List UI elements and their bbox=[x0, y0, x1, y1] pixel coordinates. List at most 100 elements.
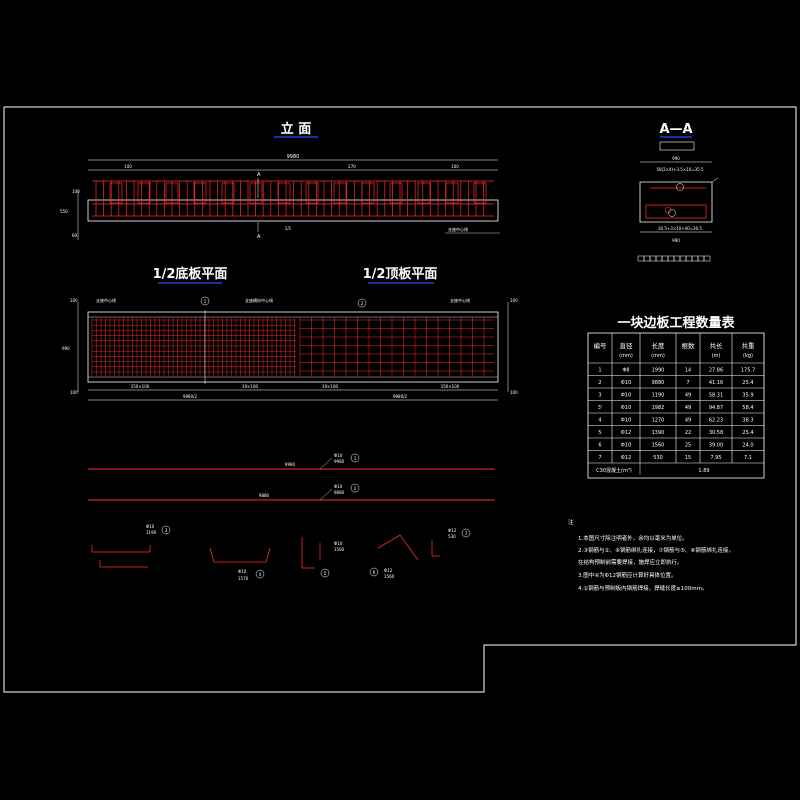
table-header-cell: 编号 bbox=[594, 341, 608, 350]
table-cell: 1190 bbox=[652, 393, 665, 399]
table-cell: 6 bbox=[598, 443, 601, 449]
table-cell: 24.0 bbox=[742, 443, 753, 449]
table-cell: Φ12 bbox=[621, 455, 631, 461]
drawing-frame bbox=[3, 106, 797, 693]
table-cell: 25 bbox=[685, 443, 691, 449]
table-cell: Φ10 bbox=[621, 418, 631, 424]
table-cell: 38.3 bbox=[742, 418, 753, 424]
long-bars: 9980 Φ10 9980 1 9880 Φ10 9880 2 bbox=[88, 453, 495, 501]
elevation-dim-right: 100 bbox=[451, 164, 459, 169]
table-header-cell: 共长 bbox=[710, 341, 724, 350]
note-line-5: 4.①钢筋与预制板内钢筋焊接，焊缝长度≥100mm。 bbox=[578, 584, 708, 592]
table-cell: 1270 bbox=[652, 418, 665, 424]
section-dim-bottom: 990 bbox=[672, 238, 680, 243]
note-line-1: 1.本图尺寸除注明者外，余均以毫米为单位。 bbox=[578, 534, 688, 542]
svg-text:1: 1 bbox=[204, 299, 207, 304]
table-cell: 15 bbox=[685, 455, 691, 461]
shape4-label: Φ10 bbox=[238, 569, 247, 574]
bar1-length: 9980 bbox=[285, 462, 296, 467]
bottom-plan-title: 1/2底板平面 bbox=[153, 266, 228, 282]
table-cell: Φ10 bbox=[621, 405, 631, 411]
section-view: A—A 990 50(2×4)+3.5×10=35.5 30.5+3×10+40… bbox=[637, 122, 719, 262]
table-cell: 25.4 bbox=[742, 380, 753, 386]
bar-shapes bbox=[91, 534, 440, 569]
svg-text:7: 7 bbox=[465, 531, 468, 536]
table-cell: 49 bbox=[685, 393, 691, 399]
elevation-dim-total: 9980 bbox=[287, 154, 300, 160]
table-cell: 175.7 bbox=[741, 368, 755, 374]
table-cell: 7.1 bbox=[744, 455, 752, 461]
plan-views: 1/2底板平面 1/2顶板平面 支座中心线 支座横向中心线 支座中心线 1 2 … bbox=[62, 266, 518, 401]
top-plan-dim-half: 9980/2 bbox=[393, 394, 408, 399]
table-cell: 1990 bbox=[652, 368, 665, 374]
table-header-unit: (mm) bbox=[619, 353, 633, 359]
table-cell: 39.00 bbox=[709, 443, 723, 449]
top-plan-dim-b: 150×100 bbox=[441, 384, 460, 389]
shape5-label: Φ10 bbox=[334, 541, 343, 546]
elevation-view: 立 面 9980 100 270 100 A A 100 550 60 1/1 … bbox=[60, 121, 500, 240]
table-cell: Φ10 bbox=[621, 380, 631, 386]
top-plan-dim-a: 19×100 bbox=[322, 384, 339, 389]
table-cell: 1560 bbox=[652, 443, 665, 449]
bar2-number: 2 bbox=[354, 486, 357, 491]
table-cell: 3 bbox=[598, 393, 601, 399]
table-cell: 94.87 bbox=[709, 405, 723, 411]
bar1-label: Φ10 bbox=[334, 453, 343, 458]
table-cell: 58.31 bbox=[709, 393, 723, 399]
table-footer-label: C30混凝土(m³) bbox=[596, 467, 632, 474]
table-cell: 14 bbox=[685, 368, 691, 374]
svg-text:60: 60 bbox=[72, 233, 78, 238]
table-cell: Φ10 bbox=[621, 443, 631, 449]
elevation-support-label: 支座中心线 bbox=[448, 226, 468, 232]
bar-shape-labels: Φ10 1190 3 Φ10 1570 4 Φ10 1560 5 Φ12 156… bbox=[146, 524, 471, 581]
top-plan-support-label: 支座中心线 bbox=[450, 297, 470, 303]
table-cell: Φ12 bbox=[621, 430, 631, 436]
table-cell: 30.58 bbox=[709, 430, 723, 436]
elevation-title: 立 面 bbox=[281, 121, 312, 137]
table-cell: 4 bbox=[598, 418, 601, 424]
bar1-number: 1 bbox=[354, 456, 357, 461]
table-header-unit: (kg) bbox=[743, 353, 753, 359]
table-cell: Φ8 bbox=[622, 368, 629, 374]
shape3-sub: 1190 bbox=[146, 530, 157, 535]
shape3-label: Φ10 bbox=[146, 524, 155, 529]
table-cell: 3' bbox=[598, 405, 603, 411]
section-dim-top: 990 bbox=[672, 156, 680, 161]
section-title: A—A bbox=[659, 122, 692, 137]
notes: 注 1.本图尺寸除注明者外，余均以毫米为单位。 2.③钢筋与②、⑥钢筋绑扎连接，… bbox=[568, 518, 734, 592]
table-cell: 27.86 bbox=[709, 368, 723, 374]
note-line-2: 2.③钢筋与②、⑥钢筋绑扎连接，⑦钢筋与⑤、⑥钢筋绑扎连接， bbox=[578, 546, 734, 554]
bottom-plan-dim-a: 150×100 bbox=[131, 384, 150, 389]
top-plan-title: 1/2顶板平面 bbox=[363, 266, 438, 282]
table-cell: 49 bbox=[685, 405, 691, 411]
bottom-plan-support-label: 支座中心线 bbox=[96, 297, 116, 303]
table-cell: 1390 bbox=[652, 430, 665, 436]
table-cell: 7 bbox=[686, 380, 689, 386]
section-mark-top: A bbox=[257, 172, 261, 178]
bottom-plan-dim-half: 9980/2 bbox=[183, 394, 198, 399]
table-header-cell: 直径 bbox=[620, 341, 634, 350]
note-line-3: 在结构预制前需要焊接，施焊应立即执行。 bbox=[578, 558, 683, 566]
table-cell: 9880 bbox=[652, 380, 665, 386]
table-cell: 25.4 bbox=[742, 430, 753, 436]
table-header-cell: 长度 bbox=[652, 341, 666, 350]
elevation-dim-bottom: 1/1 bbox=[285, 226, 292, 231]
shape7-label: Φ12 bbox=[448, 528, 457, 533]
table-cell: 22 bbox=[685, 430, 691, 436]
svg-text:100: 100 bbox=[510, 298, 518, 303]
shape6-label: Φ12 bbox=[384, 568, 393, 573]
table-cell: 41.16 bbox=[709, 380, 723, 386]
table-header-cell: 根数 bbox=[682, 341, 696, 350]
table-cell: 7.95 bbox=[710, 455, 721, 461]
bar1-sub: 9980 bbox=[334, 459, 345, 464]
note-line-4: 3.图中④为Φ12钢筋应计算好具体位置。 bbox=[578, 571, 677, 579]
shape7-sub: 530 bbox=[448, 534, 456, 539]
elevation-dim-left: 100 bbox=[124, 164, 132, 169]
section-mark-bottom: A bbox=[257, 234, 261, 240]
table-cell: 7 bbox=[598, 455, 601, 461]
table-cell: Φ10 bbox=[621, 393, 631, 399]
bottom-plan-dim-b: 19×100 bbox=[242, 384, 259, 389]
svg-text:6: 6 bbox=[373, 570, 376, 575]
svg-text:5: 5 bbox=[324, 571, 327, 576]
